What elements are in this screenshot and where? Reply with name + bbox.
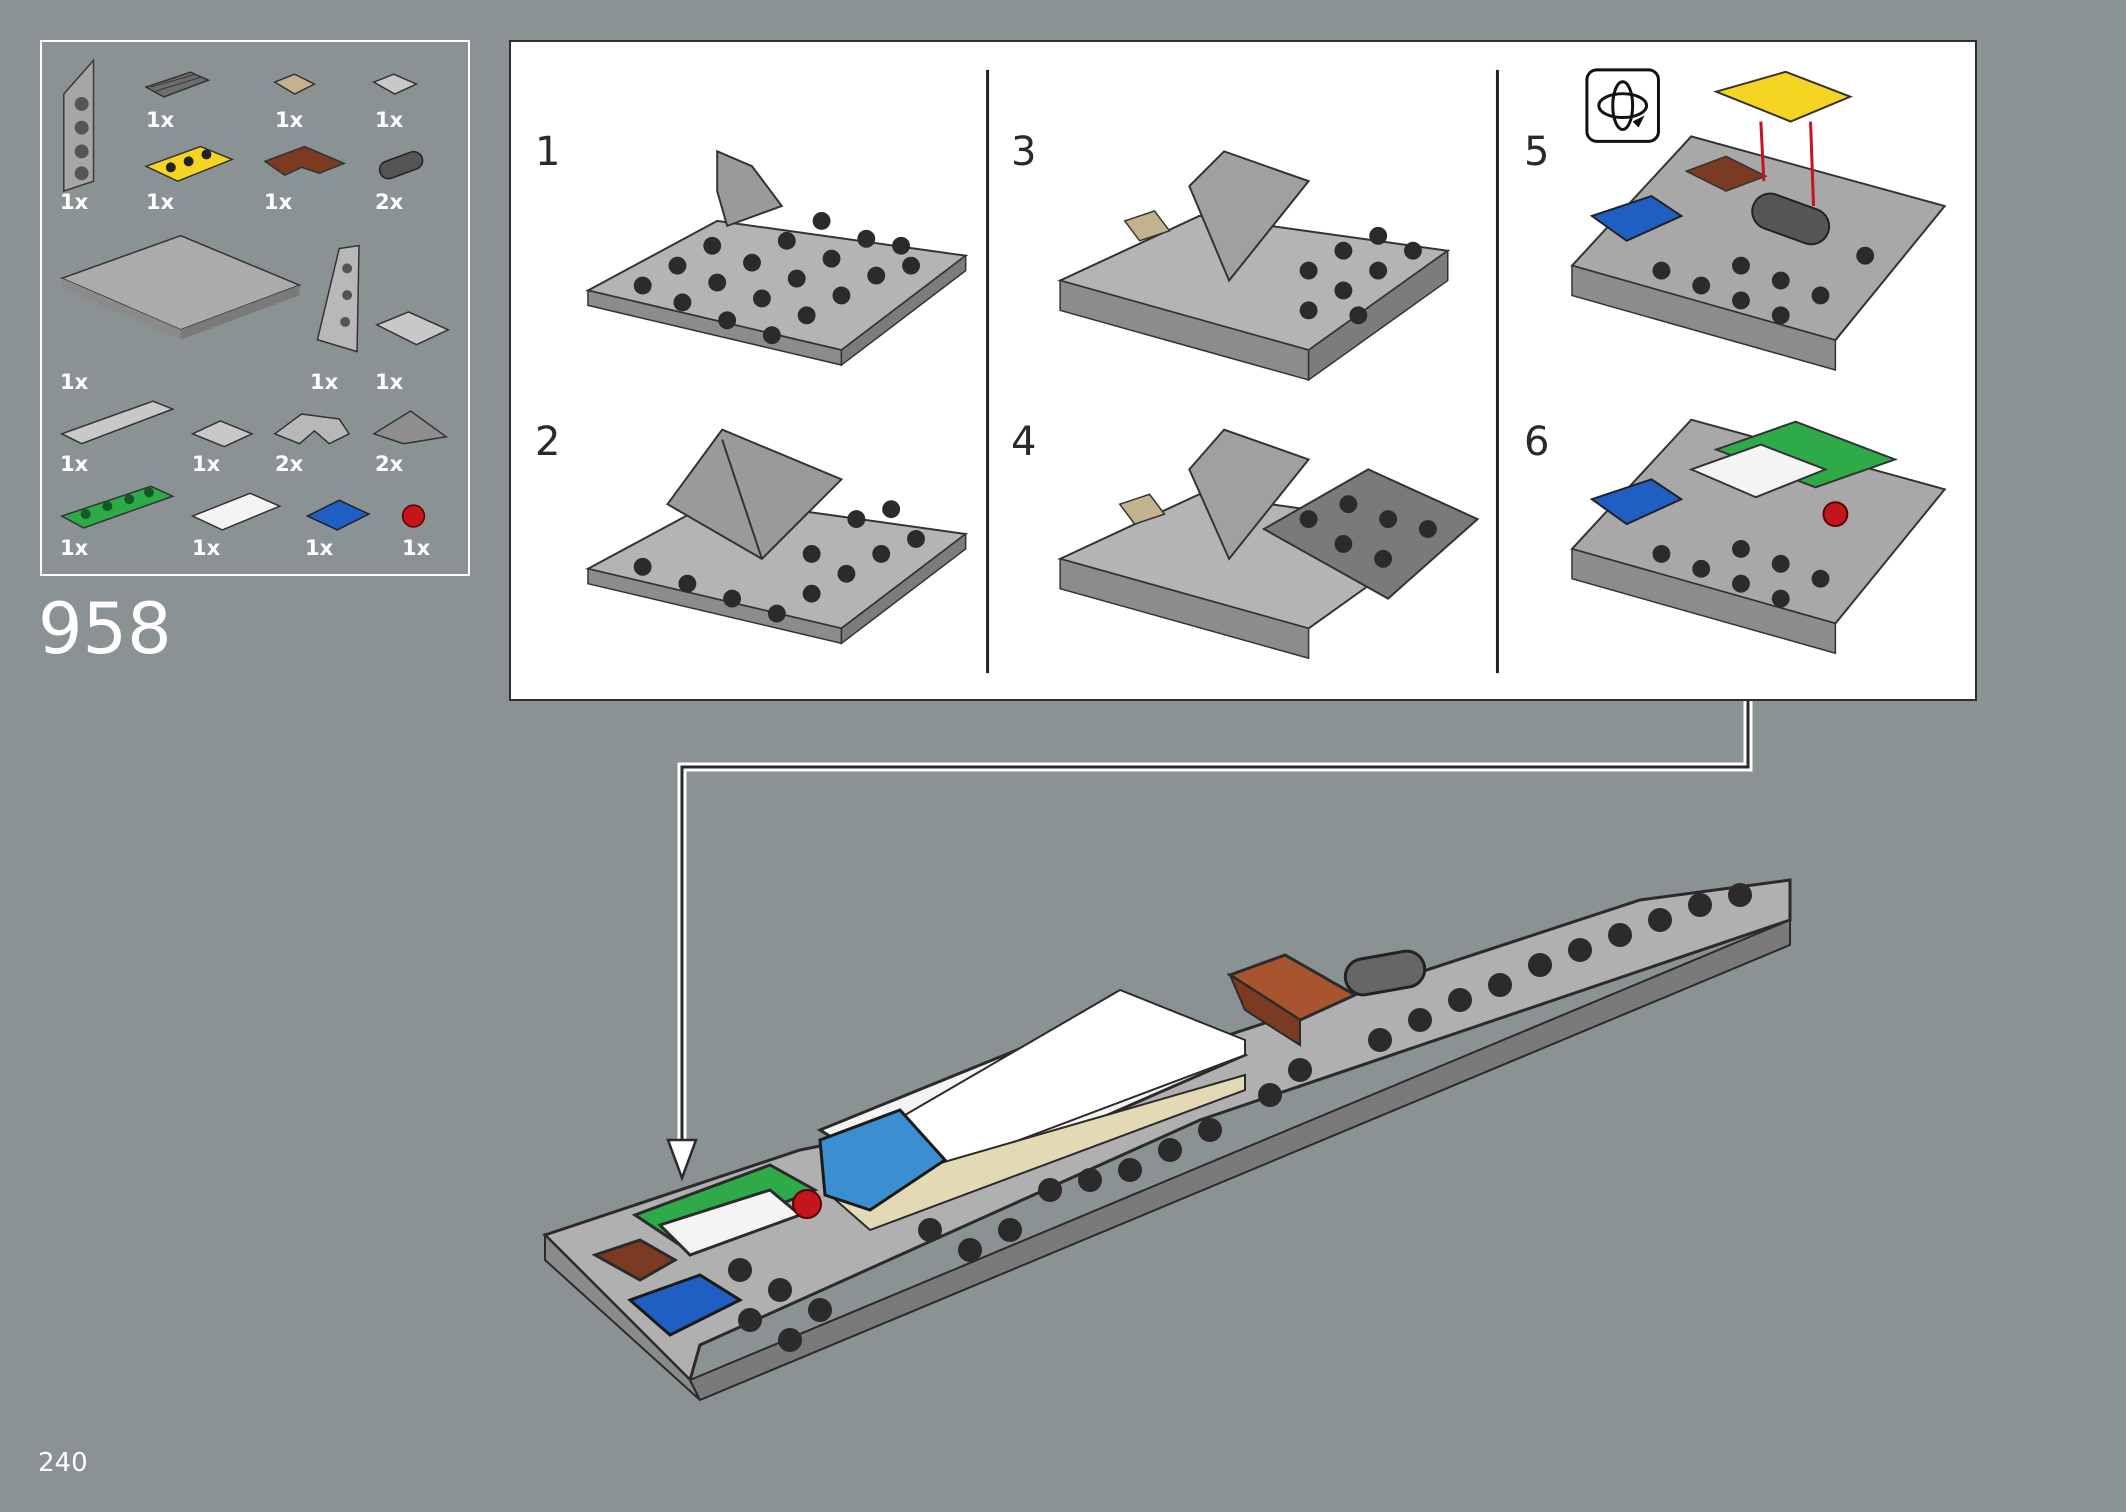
part-lightgray-tile-icon: [372, 73, 419, 95]
part-qty: 2x: [275, 452, 304, 476]
part-qty: 1x: [402, 536, 431, 560]
substep-number: 4: [1011, 419, 1037, 465]
part-qty: 1x: [192, 536, 221, 560]
part-tile-2x2-icon: [375, 311, 450, 346]
substep-2-model: [585, 428, 969, 645]
main-model: [542, 878, 1792, 1402]
substeps-illustrations: [585, 68, 1947, 674]
part-wedge-plate-icon: [63, 58, 95, 193]
substep-1-model: [585, 149, 969, 367]
rotate-model-icon: [1585, 68, 1660, 143]
part-qty: 1x: [60, 370, 89, 394]
step-number: 958: [38, 588, 172, 670]
part-tile-1x4-icon: [59, 400, 175, 445]
part-green-plate-icon: [59, 485, 175, 529]
part-brown-corner-icon: [263, 145, 347, 177]
part-white-jumper-tile-icon: [190, 492, 282, 531]
part-qty: 1x: [146, 190, 175, 214]
part-link-plate-icon: [378, 150, 424, 180]
substep-number: 6: [1524, 419, 1550, 465]
substep-number: 3: [1011, 129, 1037, 175]
part-blue-jumper-icon: [305, 499, 371, 531]
part-wedge-tile-icon: [372, 410, 449, 445]
part-qty: 1x: [146, 108, 175, 132]
part-qty: 2x: [375, 190, 404, 214]
part-qty: 1x: [60, 190, 89, 214]
part-yellow-plate-icon: [144, 145, 235, 183]
parts-illustrations: [59, 58, 450, 531]
part-qty: 2x: [375, 452, 404, 476]
parts-list: 1x 1x 1x 1x 1x 1x 2x 1x 1x 1x 1x 1x 2x 2…: [40, 40, 470, 576]
part-red-round-icon: [401, 504, 426, 528]
substeps-panel: 1 2 3 4 5 6: [509, 40, 1977, 701]
substep-5-model: [1570, 70, 1947, 371]
page-number: 240: [38, 1448, 88, 1478]
substep-3-model: [1057, 150, 1451, 382]
part-qty: 1x: [275, 108, 304, 132]
part-qty: 1x: [310, 370, 339, 394]
part-qty: 1x: [60, 452, 89, 476]
substep-number: 2: [535, 419, 561, 465]
substep-4-model: [1057, 428, 1480, 660]
connector-line-inner: [680, 701, 1750, 1170]
part-qty: 1x: [375, 108, 404, 132]
part-qty: 1x: [375, 370, 404, 394]
substep-6-model: [1570, 418, 1947, 655]
down-arrow-icon: [666, 1138, 698, 1182]
part-wedge-plate-2-icon: [316, 244, 360, 353]
part-qty: 1x: [60, 536, 89, 560]
part-qty: 1x: [305, 536, 334, 560]
part-grille-tile-icon: [144, 71, 211, 98]
part-curved-tile-icon: [273, 413, 351, 445]
part-qty: 1x: [264, 190, 293, 214]
part-6x6-plate-icon: [59, 234, 302, 340]
part-tan-tile-icon: [273, 73, 317, 95]
part-qty: 1x: [192, 452, 221, 476]
part-jumper-tile-icon: [190, 420, 254, 448]
substep-number: 5: [1524, 129, 1550, 175]
substep-number: 1: [535, 129, 561, 175]
